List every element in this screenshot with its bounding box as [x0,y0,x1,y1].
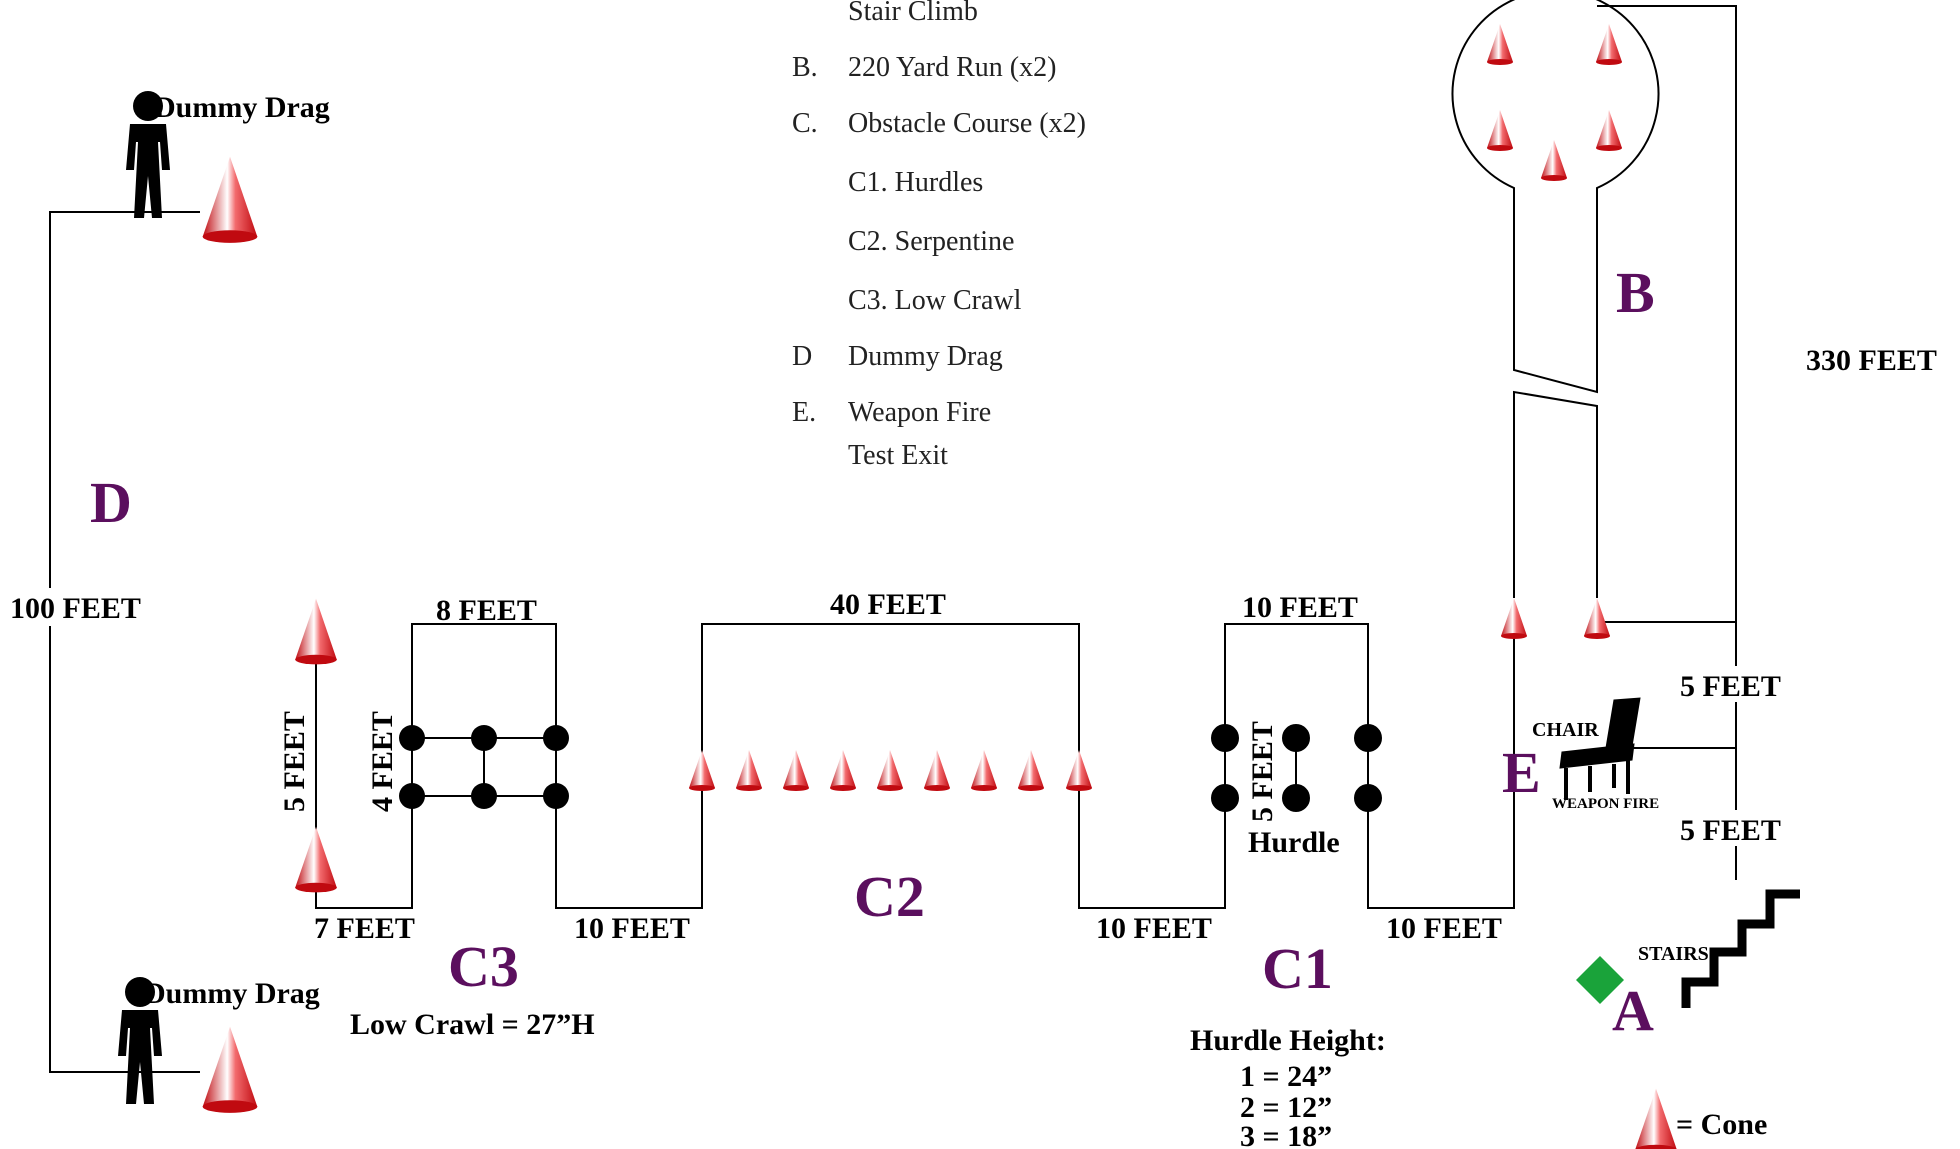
cone-key: = Cone [1635,1088,1767,1149]
cone-b-6 [1501,598,1527,639]
hurdle-height-title: Hurdle Height: [1190,1024,1386,1057]
dim-e-5-feet-bottom: 5 FEET [1680,814,1781,847]
legend-b-letter: B. [792,52,818,83]
dim-c3-5-feet: 5 FEET [278,711,311,812]
chair-icon [1559,697,1641,800]
dim-100-feet: 100 FEET [10,592,141,625]
cone-c2-6 [924,750,950,791]
legend-stair-climb: Stair Climb [848,0,978,27]
section-b-letter: B [1616,260,1655,325]
cone-c3-top [295,598,337,665]
cone-c2-9 [1066,750,1092,791]
cone-c2-1 [689,750,715,791]
dim-c1-10-feet-top: 10 FEET [1242,591,1358,624]
cone-c2-3 [783,750,809,791]
section-c2-letter: C2 [854,864,925,929]
dim-c1-5-feet: 5 FEET [1246,721,1279,822]
legend-e-letter: E. [792,397,816,428]
section-e-letter: E [1502,740,1541,805]
hurdle-height-3: 3 = 18” [1240,1120,1332,1149]
section-e: CHAIR WEAPON FIRE E 5 FEET 5 FEET [1502,622,1788,880]
dim-e-5-bottom-bg [1676,810,1788,846]
cone-b-1 [1487,24,1513,65]
cone-b-5 [1541,140,1567,181]
weapon-fire-label: WEAPON FIRE [1552,796,1659,812]
hurdle-height-1: 1 = 24” [1240,1060,1332,1093]
chair-label: CHAIR [1532,719,1599,741]
legend-test-exit: Test Exit [848,440,948,471]
run-return-path [1597,5,1737,623]
dummy-drag-bottom-label: Dummy Drag [144,977,320,1010]
section-a-letter: A [1612,978,1654,1043]
cone-c2-5 [877,750,903,791]
hurdles [1211,724,1382,812]
cone-c2-2 [736,750,762,791]
cone-b-2 [1596,24,1622,65]
stairs-label: STAIRS [1638,943,1709,965]
legend-c1-text: C1. Hurdles [848,167,983,198]
dim-c3-10-feet: 10 FEET [574,912,690,945]
section-c2: 40 FEET 10 FEET C2 [689,588,1212,945]
low-crawl-height: Low Crawl = 27”H [350,1008,595,1041]
cone-c2-4 [830,750,856,791]
section-d-letter: D [90,470,132,535]
section-b [1451,0,1737,623]
dim-c2-10-feet: 10 FEET [1096,912,1212,945]
stairs-icon [1681,889,1800,1008]
hurdle-label: Hurdle [1248,826,1340,859]
low-crawl-posts [399,725,569,809]
dim-c3-7-feet: 7 FEET [314,912,415,945]
hurdle-height-2: 2 = 12” [1240,1091,1332,1124]
dim-c3-8-feet: 8 FEET [436,594,537,627]
cone-c2-7 [971,750,997,791]
dim-330-feet: 330 FEET [1806,344,1937,377]
dim-100-bg [6,588,142,626]
legend: Stair Climb B. 220 Yard Run (x2) C. Obst… [792,0,1086,471]
cone-key-icon [1635,1088,1677,1149]
cone-dummy-bottom [202,1026,258,1113]
dim-e-5-feet-top: 5 FEET [1680,670,1781,703]
dim-e-5-top-bg [1676,666,1788,702]
section-c3-letter: C3 [448,934,519,999]
dim-c3-4-feet: 4 FEET [366,711,399,812]
dim-c2-40-feet: 40 FEET [830,588,946,621]
dummy-drag-top-label: Dummy Drag [154,91,330,124]
section-d: Dummy Drag Dummy Drag 100 FEET D [6,91,330,1113]
run-lane-lower [1513,390,1598,598]
legend-b-text: 220 Yard Run (x2) [848,52,1056,83]
cone-b-4 [1596,110,1622,151]
run-lane-upper [1451,0,1660,394]
legend-c2-text: C2. Serpentine [848,226,1014,257]
course-path [315,604,1515,909]
section-a: STAIRS A [1576,889,1800,1043]
cone-dummy-top [202,156,258,243]
dim-c1-10-feet: 10 FEET [1386,912,1502,945]
cone-c3-bottom [295,826,337,893]
legend-d-text: Dummy Drag [848,341,1003,372]
section-c3: 8 FEET 5 FEET 4 FEET 7 FEET 10 FEET C3 L… [278,594,690,1041]
section-b-cones [1487,24,1622,639]
cone-c2-8 [1018,750,1044,791]
legend-c-letter: C. [792,108,818,139]
legend-c3-text: C3. Low Crawl [848,285,1022,316]
legend-c-text: Obstacle Course (x2) [848,108,1086,139]
section-c1: 10 FEET 5 FEET Hurdle 10 FEET C1 Hurdle … [1190,591,1502,1149]
cone-b-3 [1487,110,1513,151]
dummy-drag-path [49,211,200,1073]
section-c1-letter: C1 [1262,936,1333,1001]
cone-b-7 [1584,598,1610,639]
legend-e-text: Weapon Fire [848,397,991,428]
start-marker-icon [1576,956,1624,1004]
cone-key-label: = Cone [1676,1108,1767,1141]
legend-d-letter: D [792,341,812,372]
